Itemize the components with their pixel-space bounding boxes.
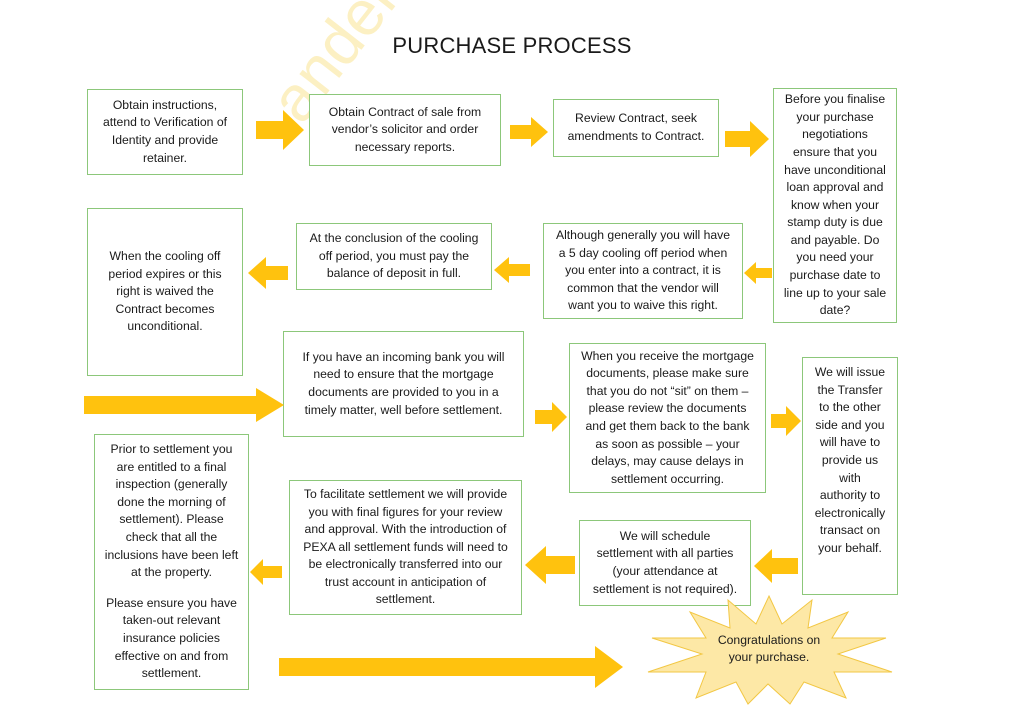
inspection-text: Prior to settlement you are entitled to … <box>104 442 239 580</box>
arrow-left-icon <box>248 257 288 289</box>
arrow-right-icon <box>279 646 623 688</box>
step-inspection: Prior to settlement you are entitled to … <box>94 434 249 690</box>
arrow-left-icon <box>754 549 798 583</box>
arrow-left-icon <box>744 262 772 284</box>
step-instructions: Obtain instructions, attend to Verificat… <box>87 89 243 175</box>
arrow-right-icon <box>771 406 801 436</box>
step-cooling-off: Although generally you will have a 5 day… <box>543 223 743 319</box>
step-incoming-bank: If you have an incoming bank you will ne… <box>283 331 524 437</box>
step-contract: Obtain Contract of sale from vendor’s so… <box>309 94 501 166</box>
star-burst-icon <box>647 594 893 705</box>
insurance-text: Please ensure you have taken-out relevan… <box>106 595 237 681</box>
page-title: PURCHASE PROCESS <box>392 33 632 58</box>
congratulations-text: Congratulations on your purchase. <box>717 633 821 664</box>
step-final-figures: To facilitate settlement we will provide… <box>289 480 522 615</box>
arrow-right-icon <box>725 121 769 157</box>
arrow-left-icon <box>250 559 282 585</box>
congratulations-star: Congratulations on your purchase. <box>640 594 898 706</box>
step-finalise: Before you finalise your purchase negoti… <box>773 88 897 323</box>
arrow-right-icon <box>510 117 548 147</box>
step-schedule: We will schedule settlement with all par… <box>579 520 751 606</box>
arrow-right-icon <box>535 402 567 432</box>
step-transfer: We will issue the Transfer to the other … <box>802 357 898 595</box>
step-review: Review Contract, seek amendments to Cont… <box>553 99 719 157</box>
step-unconditional: When the cooling off period expires or t… <box>87 208 243 376</box>
step-mortgage-docs: When you receive the mortgage documents,… <box>569 343 766 493</box>
arrow-right-icon <box>84 388 284 422</box>
arrow-right-icon <box>256 110 304 150</box>
arrow-left-icon <box>494 257 530 283</box>
arrow-left-icon <box>525 546 575 584</box>
step-conclusion: At the conclusion of the cooling off per… <box>296 223 492 290</box>
